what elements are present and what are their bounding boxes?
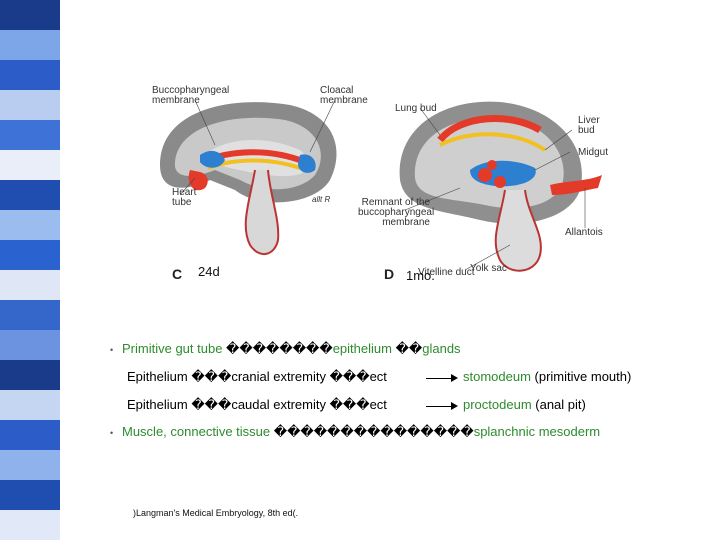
caudal-extremity-text: caudal extremity <box>231 397 330 412</box>
label-cloacal-membrane: Cloacal membrane <box>320 85 368 106</box>
stomodeum-term: stomodeum <box>463 369 531 384</box>
splanchnic-mesoderm-term: splanchnic mesoderm <box>473 424 601 439</box>
label-pointer-lines <box>179 99 586 271</box>
gut-tube-illustration <box>160 99 602 272</box>
stripe-block <box>0 450 60 480</box>
garbled-glyphs: ��� <box>191 397 232 412</box>
decorative-side-stripe <box>0 0 60 540</box>
stripe-block <box>0 270 60 300</box>
panel-d-embryo <box>399 101 602 272</box>
garbled-glyphs: ��������������� <box>273 424 474 439</box>
label-buccopharyngeal-remnant: Remnant of the buccopharyngeal membrane <box>358 197 435 228</box>
label-vitelline-duct: Vitelline duct <box>418 267 475 278</box>
label-heart-tube: Heart tube <box>172 187 197 208</box>
stripe-block <box>0 510 60 540</box>
proctodeum-note: (anal pit) <box>531 397 586 412</box>
artist-signature: allt R <box>312 195 331 204</box>
garbled-glyphs: ��� <box>191 369 232 384</box>
stripe-block <box>0 90 60 120</box>
stripe-block <box>0 330 60 360</box>
cranial-extremity-text: cranial extremity <box>231 369 330 384</box>
stripe-block <box>0 300 60 330</box>
right-arrow-icon <box>426 402 458 410</box>
epithelium-label: Epithelium <box>127 397 192 412</box>
bullet-dot: • <box>110 345 114 355</box>
panel-d-age: 1mo. <box>406 268 435 283</box>
garbled-glyphs: �� <box>391 341 423 356</box>
garbled-glyphs: ��� <box>329 369 370 384</box>
panel-d-letter: D <box>384 266 395 282</box>
stripe-block <box>0 150 60 180</box>
muscle-connective-tissue-text: Muscle, connective tissue <box>122 424 274 439</box>
bullet-primitive-gut-tube: Primitive gut tube ��������epithelium ��… <box>122 341 461 357</box>
stripe-block <box>0 180 60 210</box>
primitive-gut-tube-text: Primitive gut tube <box>122 341 227 356</box>
epithelium-label: Epithelium <box>127 369 192 384</box>
stripe-block <box>0 390 60 420</box>
panel-c-embryo <box>160 102 337 255</box>
garbled-glyphs: ��� <box>329 397 370 412</box>
label-allantois: Allantois <box>565 227 603 238</box>
panel-c-letter: C <box>172 266 183 282</box>
bullet-dot: • <box>110 428 114 438</box>
label-liver-bud: Liver bud <box>578 115 600 136</box>
panel-c-age: 24d <box>198 264 220 279</box>
reference-citation: )Langman's Medical Embryology, 8th ed(. <box>133 508 299 518</box>
epithelium-cranial-line: Epithelium ���cranial extremity ���ect <box>127 369 387 385</box>
stripe-block <box>0 240 60 270</box>
label-midgut: Midgut <box>578 147 609 158</box>
stripe-block <box>0 0 60 30</box>
proctodeum-result: proctodeum (anal pit) <box>463 397 586 412</box>
stripe-block <box>0 30 60 60</box>
stripe-block <box>0 60 60 90</box>
stripe-block <box>0 210 60 240</box>
stripe-block <box>0 420 60 450</box>
right-arrow-icon <box>426 374 458 382</box>
epithelium-term: epithelium <box>332 341 392 356</box>
label-buccopharyngeal-membrane: Buccopharyngeal membrane <box>152 85 230 106</box>
glands-term: glands <box>422 341 461 356</box>
stripe-block <box>0 120 60 150</box>
embryology-figure: Buccopharyngeal membrane Cloacal membran… <box>140 70 610 290</box>
stripe-block <box>0 360 60 390</box>
stomodeum-note: (primitive mouth) <box>530 369 632 384</box>
stripe-block <box>0 480 60 510</box>
proctodeum-term: proctodeum <box>463 397 532 412</box>
garbled-glyphs: �������� <box>226 341 333 356</box>
bullet-muscle-connective-tissue: Muscle, connective tissue ��������������… <box>122 424 600 440</box>
ect-suffix: ect <box>369 369 387 384</box>
label-yolk-sac: Yolk sac <box>470 263 507 274</box>
stomodeum-result: stomodeum (primitive mouth) <box>463 369 631 384</box>
epithelium-caudal-line: Epithelium ���caudal extremity ���ect <box>127 397 387 413</box>
label-lung-bud: Lung bud <box>395 103 437 114</box>
ect-suffix: ect <box>369 397 387 412</box>
